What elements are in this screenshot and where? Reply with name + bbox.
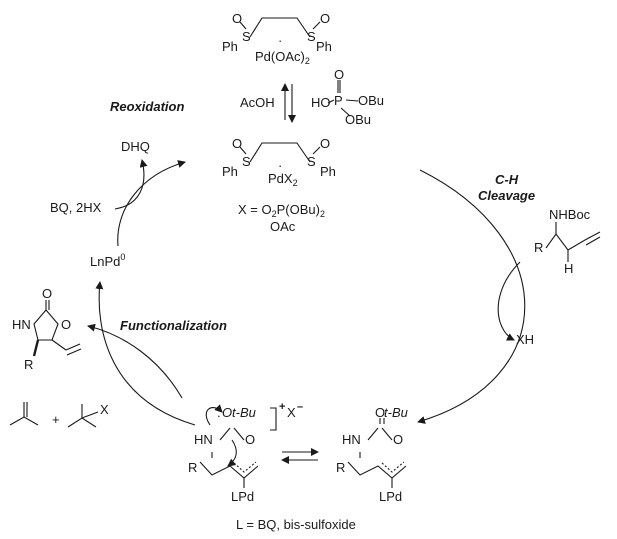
- top-o-right: O: [320, 11, 331, 26]
- top-metal: Pd(OAc)2: [255, 49, 310, 66]
- bq-label: BQ, 2HX: [50, 200, 102, 215]
- product-ring: [33, 309, 59, 341]
- product-r: R: [24, 357, 34, 372]
- arrow-substrate-in: [497, 261, 521, 323]
- label-cleavage: Cleavage: [478, 188, 536, 203]
- top-dot: ·: [278, 33, 283, 48]
- top-s-left: S: [242, 29, 251, 44]
- label-ch: C-H: [495, 172, 519, 187]
- right-o-top: O: [375, 405, 386, 420]
- left-tbu: t-Bu: [232, 405, 256, 420]
- right-allyl-skeleton: [347, 461, 407, 479]
- product-hn: HN: [12, 317, 31, 332]
- isobutylene: [9, 416, 39, 426]
- phosphate-obu-2: OBu: [345, 112, 372, 127]
- cycle-arc-functionalization: [95, 281, 196, 426]
- left-plus: +: [279, 401, 286, 413]
- left-allyl-skeleton: [199, 461, 259, 479]
- phosphate-p: P: [334, 93, 343, 108]
- ligand-footnote: L = BQ, bis-sulfoxide: [236, 517, 356, 532]
- left-minus: –: [297, 401, 304, 413]
- product-o-ring: O: [61, 317, 72, 332]
- mid-dot: ·: [278, 158, 283, 173]
- mid-o-right: O: [320, 136, 331, 151]
- mid-s-right: S: [307, 154, 316, 169]
- tbutyl-x: [67, 417, 97, 428]
- left-colon: :: [217, 405, 221, 420]
- arrow-xh-out: [499, 321, 515, 341]
- left-o-carbonyl: O: [245, 432, 256, 447]
- curly-arrow-1: [205, 404, 223, 426]
- substrate-r: R: [534, 240, 544, 255]
- right-lpd: LPd: [379, 489, 403, 504]
- right-o-carbonyl: O: [393, 432, 404, 447]
- phosphate-ho: HO: [311, 95, 331, 110]
- left-o: O: [222, 405, 233, 420]
- byproduct-x: X: [100, 402, 109, 417]
- curly-arrow-2: [227, 439, 237, 467]
- product-o-top: O: [42, 286, 53, 301]
- byproduct-plus: +: [52, 412, 60, 427]
- right-tbu: t-Bu: [384, 405, 408, 420]
- mid-ph-left: Ph: [222, 164, 238, 179]
- x-definition: X = O2P(OBu)2: [238, 202, 325, 219]
- acoh-label: AcOH: [240, 95, 275, 110]
- arrow-bq-in: [114, 159, 148, 210]
- right-hn: HN: [342, 432, 361, 447]
- cycle-arc-reoxidation: [117, 160, 186, 247]
- arrow-to-product: [87, 323, 183, 399]
- x-definition-alt: OAc: [270, 219, 296, 234]
- mid-metal: PdX2: [268, 171, 298, 188]
- top-complex-backbone: [249, 17, 311, 38]
- left-x: X: [287, 405, 296, 420]
- left-lpd: LPd: [231, 489, 255, 504]
- mid-ph-right: Ph: [320, 164, 336, 179]
- substrate-nhboc: NHBoc: [549, 207, 591, 222]
- dhq-label: DHQ: [121, 139, 150, 154]
- phosphate-obu-1: OBu: [358, 93, 385, 108]
- label-functionalization: Functionalization: [120, 318, 227, 333]
- substrate-h: H: [564, 261, 574, 276]
- mid-s-left: S: [242, 154, 251, 169]
- mid-o-left: O: [232, 136, 243, 151]
- mid-complex-backbone: [249, 142, 311, 163]
- top-s-right: S: [307, 29, 316, 44]
- label-reoxidation: Reoxidation: [110, 99, 185, 114]
- top-o-left: O: [232, 11, 243, 26]
- phosphate-o-top: O: [334, 67, 345, 82]
- top-ph-left: Ph: [222, 39, 238, 54]
- lnpd-label: LnPd0: [90, 252, 126, 269]
- left-r: R: [188, 460, 198, 475]
- cycle-arc-ch-cleavage: [417, 169, 526, 424]
- left-hn: HN: [194, 432, 213, 447]
- right-r: R: [336, 460, 346, 475]
- xh-label: XH: [516, 332, 535, 347]
- top-ph-right: Ph: [316, 39, 332, 54]
